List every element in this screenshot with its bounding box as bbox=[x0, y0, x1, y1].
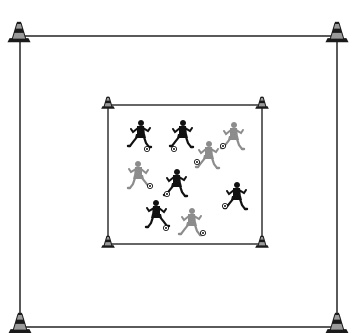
cone-inner-top-right bbox=[255, 96, 269, 109]
ball-6 bbox=[163, 190, 171, 198]
cone-outer-bottom-right bbox=[325, 312, 349, 333]
player-8-black bbox=[144, 200, 171, 229]
ball-2 bbox=[170, 145, 178, 153]
ball-9 bbox=[199, 229, 207, 237]
ball-7 bbox=[221, 202, 229, 210]
player-6-black bbox=[162, 169, 189, 198]
ball-3 bbox=[219, 142, 227, 150]
cone-inner-bottom-left bbox=[101, 235, 115, 248]
player-2-black bbox=[168, 120, 195, 149]
cone-inner-top-left bbox=[101, 96, 115, 109]
players-group bbox=[126, 120, 249, 237]
player-1-black bbox=[126, 120, 153, 149]
cone-outer-top-left bbox=[7, 21, 31, 43]
ball-4 bbox=[193, 158, 201, 166]
ball-8 bbox=[162, 224, 170, 232]
player-7-black bbox=[222, 182, 249, 211]
inner-square bbox=[107, 104, 263, 245]
cone-outer-top-right bbox=[325, 21, 349, 43]
outer-square bbox=[19, 35, 338, 328]
ball-1 bbox=[143, 145, 151, 153]
player-4-grey bbox=[194, 141, 221, 170]
player-3-grey bbox=[219, 122, 246, 151]
cone-inner-bottom-right bbox=[255, 235, 269, 248]
ball-5 bbox=[146, 182, 154, 190]
cone-outer-bottom-left bbox=[8, 312, 32, 333]
player-9-grey bbox=[177, 208, 204, 237]
